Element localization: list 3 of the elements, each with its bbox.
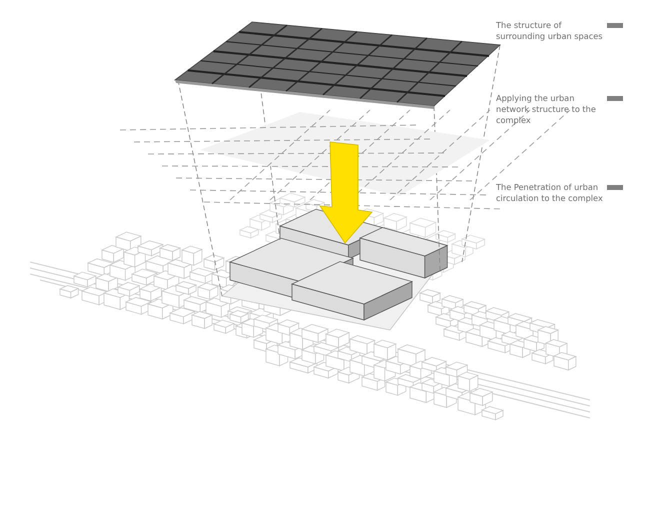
legend-text: The Penetration of urban circulation to the complex (496, 182, 604, 204)
legend-text: Applying the urban network structure to the complex (496, 93, 597, 126)
legend-text: The structure of surrounding urban spaces (496, 20, 604, 42)
